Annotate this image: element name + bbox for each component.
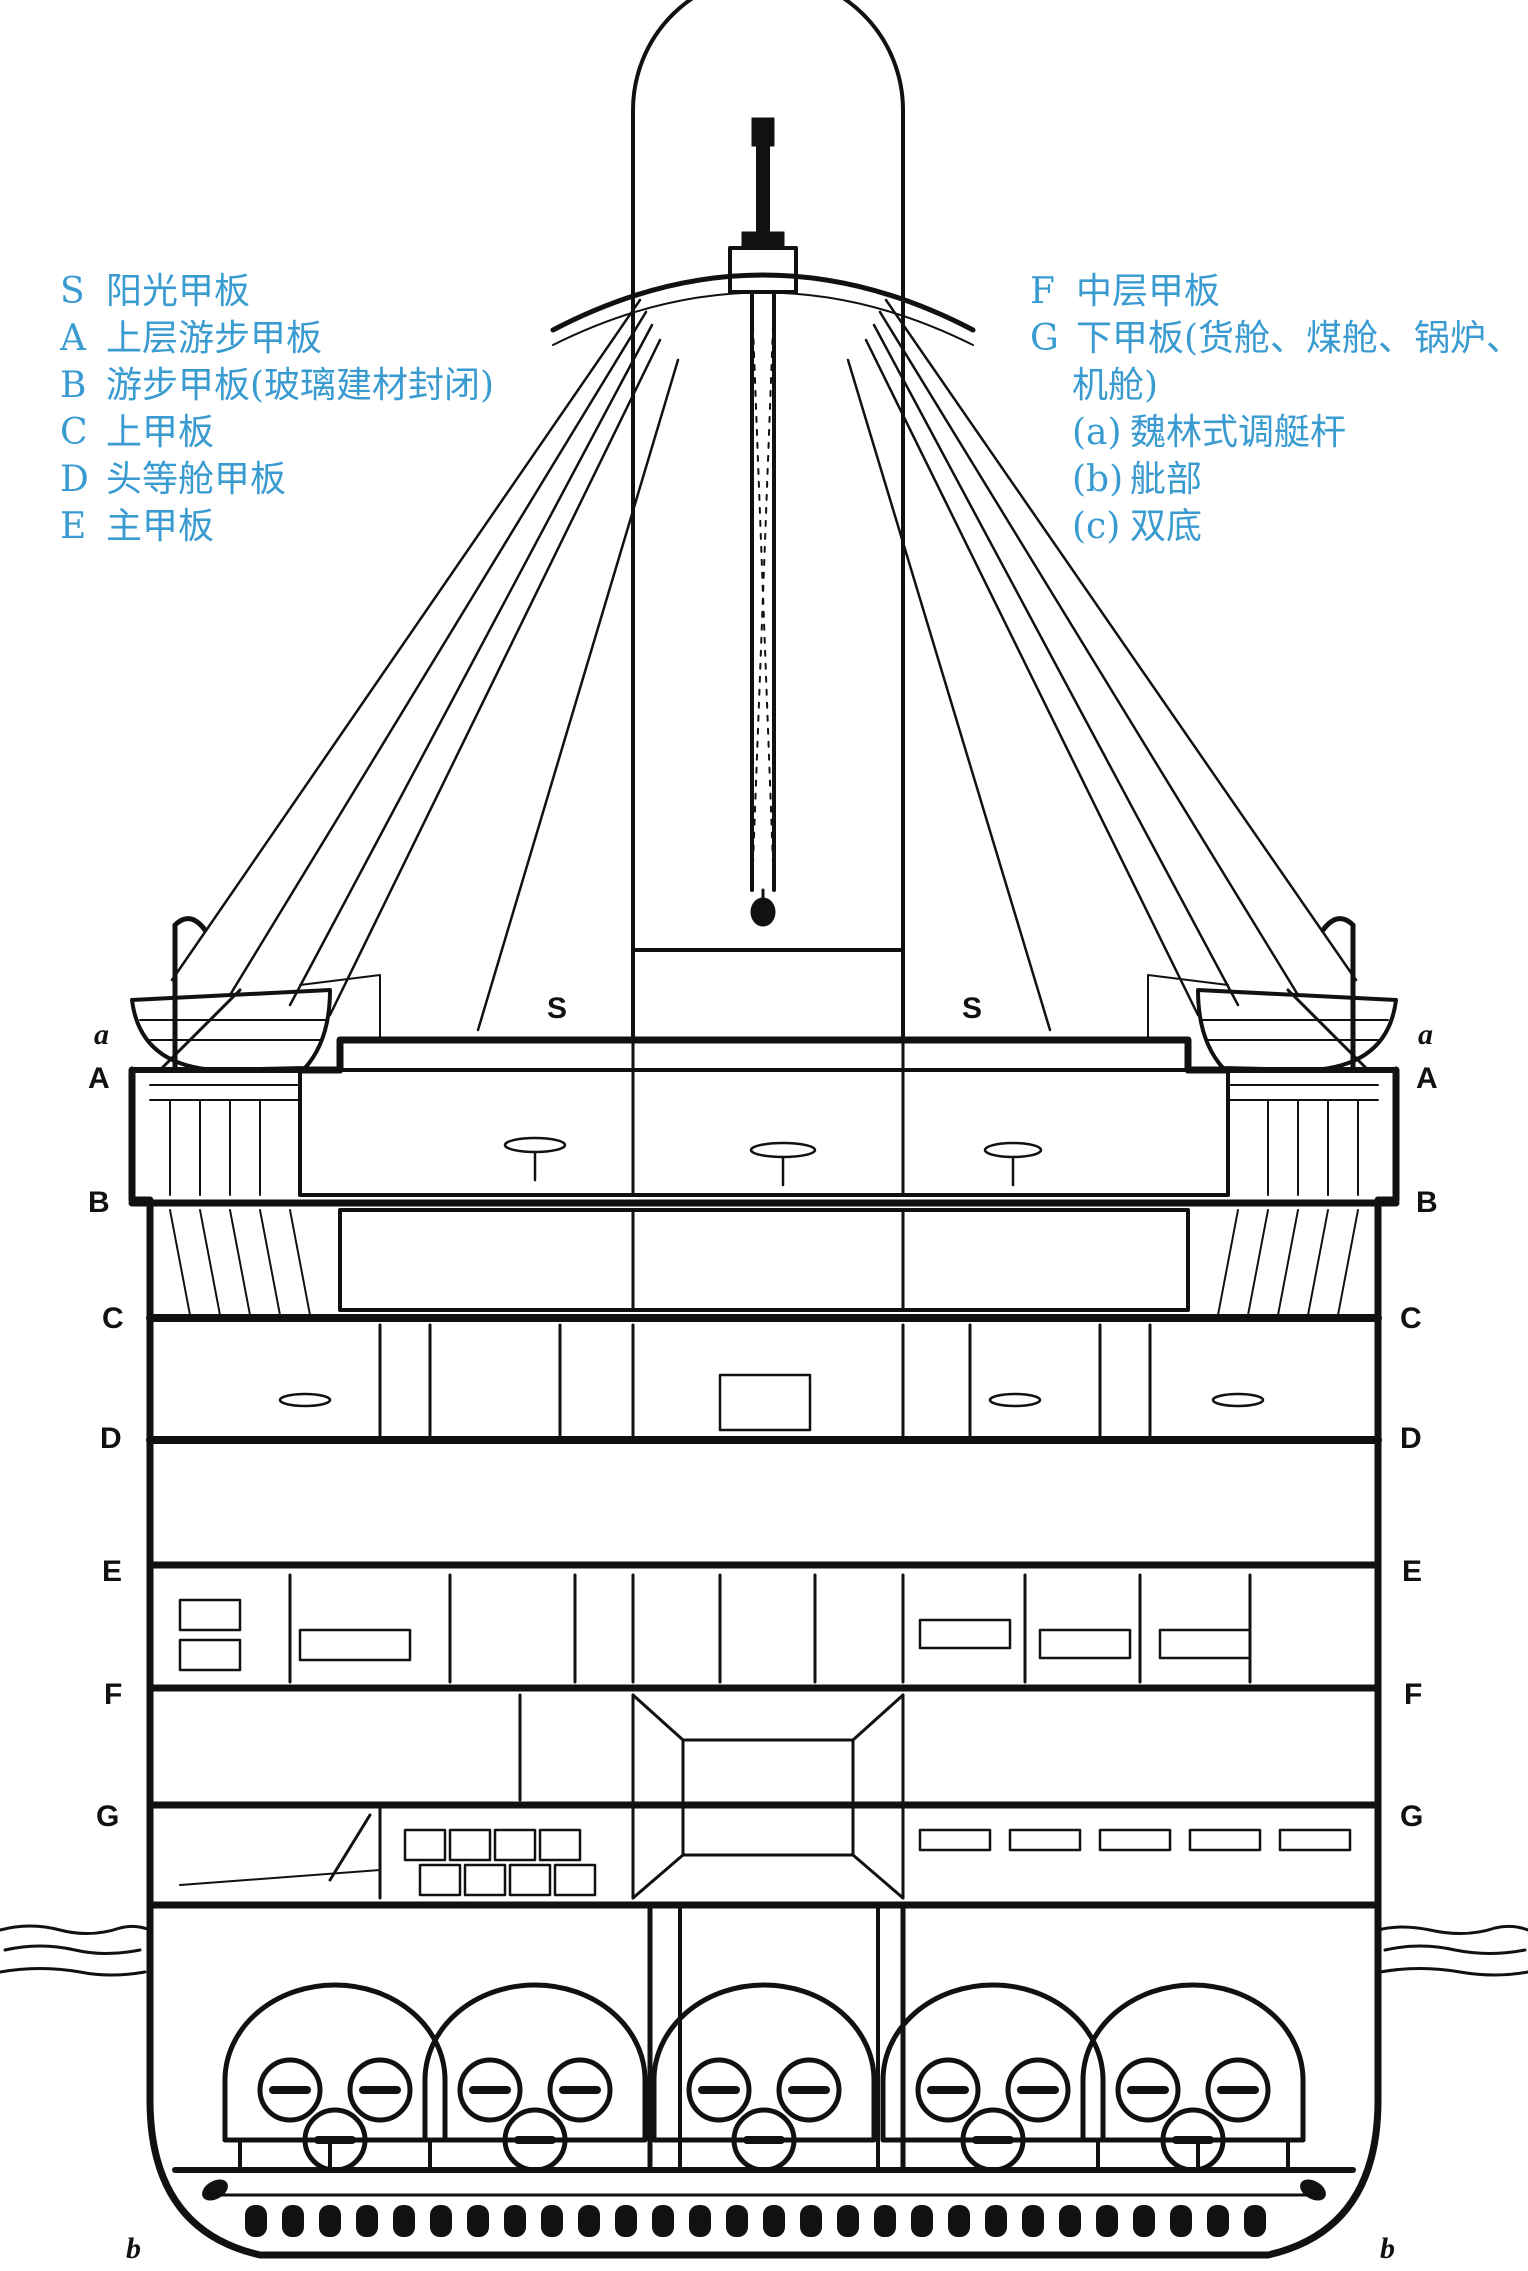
steam-pipe [728, 117, 798, 927]
cabin-partitions [288, 1038, 1252, 1900]
davit-mark-right: a [1418, 1018, 1433, 1051]
legend-item-b: B 游步甲板(玻璃建材封闭) [60, 362, 494, 409]
boiler-room [647, 1902, 906, 2173]
legend-item-davit: (a)魏林式调艇杆 [1030, 409, 1522, 456]
double-bottom-lightening-holes [202, 2179, 1326, 2237]
legend-text: 游步甲板(玻璃建材封闭) [106, 365, 495, 406]
deck-lines [128, 1067, 1400, 1909]
legend-text: 双底 [1130, 506, 1203, 547]
waterline [0, 1924, 1528, 1977]
funnel-arch [550, 272, 976, 333]
legend-key: G [1030, 318, 1059, 359]
legend-key: F [1030, 271, 1055, 312]
deck-label-g-right: G [1400, 1800, 1424, 1833]
deck-label-d-right: D [1400, 1422, 1422, 1455]
double-bottom [172, 2138, 1356, 2197]
legend-text: 上层游步甲板 [106, 318, 323, 359]
deck-label-g-left: G [96, 1800, 120, 1833]
legend-text: 魏林式调艇杆 [1130, 412, 1347, 453]
legend-item-bilge: (b)舭部 [1030, 456, 1522, 503]
legend-text: 主甲板 [106, 506, 215, 547]
deck-label-a-right: A [1416, 1062, 1438, 1095]
legend-key: A [60, 318, 86, 359]
deck-label-f-right: F [1404, 1678, 1423, 1711]
saloon-furniture [278, 1136, 1265, 1432]
legend-key: B [60, 365, 87, 406]
legend-key: (b) [1072, 459, 1124, 500]
deck-label-e-left: E [102, 1555, 123, 1588]
legend-text: 上甲板 [106, 412, 215, 453]
bilge-mark-right: b [1380, 2232, 1395, 2265]
deck-label-b-right: B [1416, 1186, 1438, 1219]
legend-item-a: A 上层游步甲板 [60, 315, 494, 362]
legend-text: 阳光甲板 [106, 271, 251, 312]
legend-item-double-bottom: (c)双底 [1030, 503, 1522, 550]
legend-key: (a) [1072, 412, 1122, 453]
deck-label-s-left: S [547, 992, 568, 1025]
promenade-bays [149, 1068, 1379, 1316]
bilge-mark-left: b [126, 2232, 141, 2265]
deck-label-d-left: D [100, 1422, 122, 1455]
legend-key: E [60, 506, 87, 547]
boilers [222, 1982, 1306, 2173]
davit-mark-left: a [94, 1018, 109, 1051]
deck-label-a-left: A [88, 1062, 110, 1095]
deck-label-f-left: F [104, 1678, 123, 1711]
sun-deck [296, 1036, 1232, 1074]
hull-outline [128, 1066, 1400, 2259]
deck-label-s-right: S [962, 992, 983, 1025]
legend-item-g: G 下甲板(货舱、煤舱、锅炉、 [1030, 315, 1522, 362]
legend-text: 舭部 [1130, 459, 1203, 500]
funnel-stays [170, 298, 1358, 1032]
legend-text: 中层甲板 [1076, 271, 1221, 312]
legend-text: 头等舱甲板 [106, 459, 287, 500]
legend-key: (c) [1072, 506, 1121, 547]
legend-item-c: C 上甲板 [60, 409, 494, 456]
legend-item-g-continued: 机舱) [1030, 362, 1522, 409]
deck-label-e-right: E [1402, 1555, 1423, 1588]
legend-item-e: E 主甲板 [60, 503, 494, 550]
deck-label-c-left: C [102, 1302, 124, 1335]
legend-item-f: F 中层甲板 [1030, 268, 1522, 315]
deck-label-c-right: C [1400, 1302, 1422, 1335]
legend-right: F 中层甲板 G 下甲板(货舱、煤舱、锅炉、 机舱) (a)魏林式调艇杆 (b)舭部… [1030, 268, 1522, 550]
legend-key: C [60, 412, 88, 453]
legend-key: D [60, 459, 89, 500]
legend-key: S [60, 271, 85, 312]
cargo-hold [179, 1693, 905, 1900]
legend-item-d: D 头等舱甲板 [60, 456, 494, 503]
legend-text: 机舱) [1072, 365, 1159, 406]
berths [178, 1598, 1352, 1852]
deck-label-b-left: B [88, 1186, 110, 1219]
lifeboat-right [1147, 916, 1398, 1073]
legend-item-s: S 阳光甲板 [60, 268, 494, 315]
legend-text: 下甲板(货舱、煤舱、锅炉、 [1076, 318, 1523, 359]
